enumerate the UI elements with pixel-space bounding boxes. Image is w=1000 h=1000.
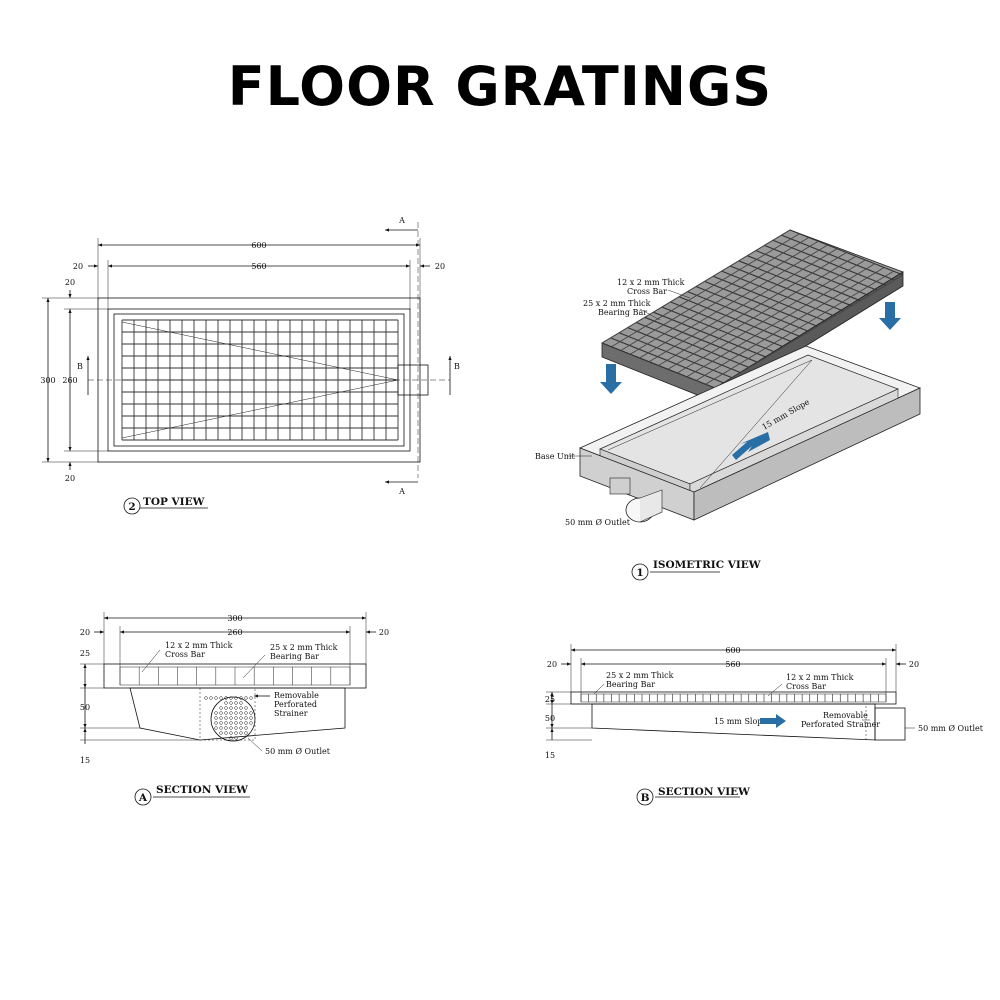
top-view-dim-right-20: 20 <box>435 262 445 271</box>
section-b-dim-25: 25 <box>545 695 555 704</box>
top-view-dim-600: 600 <box>251 241 266 250</box>
top-view-dim-260: 260 <box>62 376 77 385</box>
section-mark-a-top: A <box>398 216 405 225</box>
top-view-dim-560: 560 <box>251 262 266 271</box>
section-a-dim-15: 15 <box>80 756 90 765</box>
section-mark-b-left: B <box>77 362 83 371</box>
section-a-body <box>129 687 346 741</box>
section-a-dim-right-20: 20 <box>379 628 389 637</box>
section-a-dim-left-20: 20 <box>80 628 90 637</box>
iso-down-arrow-left <box>600 364 622 394</box>
top-view-dim-bottom-20: 20 <box>65 474 75 483</box>
section-a-dim-25: 25 <box>80 649 90 658</box>
iso-slope-arrow <box>732 432 770 460</box>
top-view-number: 2 <box>128 501 135 513</box>
top-view-dim-300: 300 <box>40 376 55 385</box>
iso-cross-bar-line2: Cross Bar <box>627 287 667 296</box>
section-b-dim-50: 50 <box>545 714 555 723</box>
iso-view-number: 1 <box>636 567 643 579</box>
section-b-slope-label: 15 mm Slope <box>714 717 767 726</box>
top-view-dim-top-20: 20 <box>65 278 75 287</box>
section-mark-a-bottom: A <box>398 487 405 496</box>
section-b-label: SECTION VIEW <box>658 786 750 798</box>
section-b-dim-600: 600 <box>725 646 740 655</box>
section-b-outlet <box>874 707 906 741</box>
section-b-dim-left-20: 20 <box>547 660 557 669</box>
section-b-dim-15: 15 <box>545 751 555 760</box>
section-a-outlet-label: 50 mm Ø Outlet <box>265 747 331 756</box>
section-mark-b-right: B <box>454 362 460 371</box>
section-b-letter: B <box>641 792 650 804</box>
top-view-dim-left-20: 20 <box>73 262 83 271</box>
top-view: 600 560 20 20 300 260 20 20 A A B B <box>40 216 460 515</box>
iso-base-unit-label: Base Unit <box>535 452 575 461</box>
section-a-dim-260: 260 <box>227 628 242 637</box>
iso-view-label: ISOMETRIC VIEW <box>653 559 761 571</box>
iso-grating-grid <box>601 229 904 389</box>
section-a-dim-50: 50 <box>80 703 90 712</box>
section-a-strainer <box>204 696 256 742</box>
iso-down-arrow-right <box>879 302 901 330</box>
top-view-label: TOP VIEW <box>143 496 205 508</box>
section-b-dim-right-20: 20 <box>909 660 919 669</box>
section-a-letter: A <box>138 792 148 804</box>
page-title: FLOOR GRATINGS <box>227 55 773 118</box>
section-a-dim-300: 300 <box>227 614 242 623</box>
section-b-outlet-label: 50 mm Ø Outlet <box>918 724 984 733</box>
section-b-slope-arrow <box>760 714 786 728</box>
section-b-dim-560: 560 <box>725 660 740 669</box>
iso-cross-bar-line1: 12 x 2 mm Thick <box>617 278 685 287</box>
section-a-label: SECTION VIEW <box>156 784 248 796</box>
iso-outlet-label: 50 mm Ø Outlet <box>565 518 631 527</box>
